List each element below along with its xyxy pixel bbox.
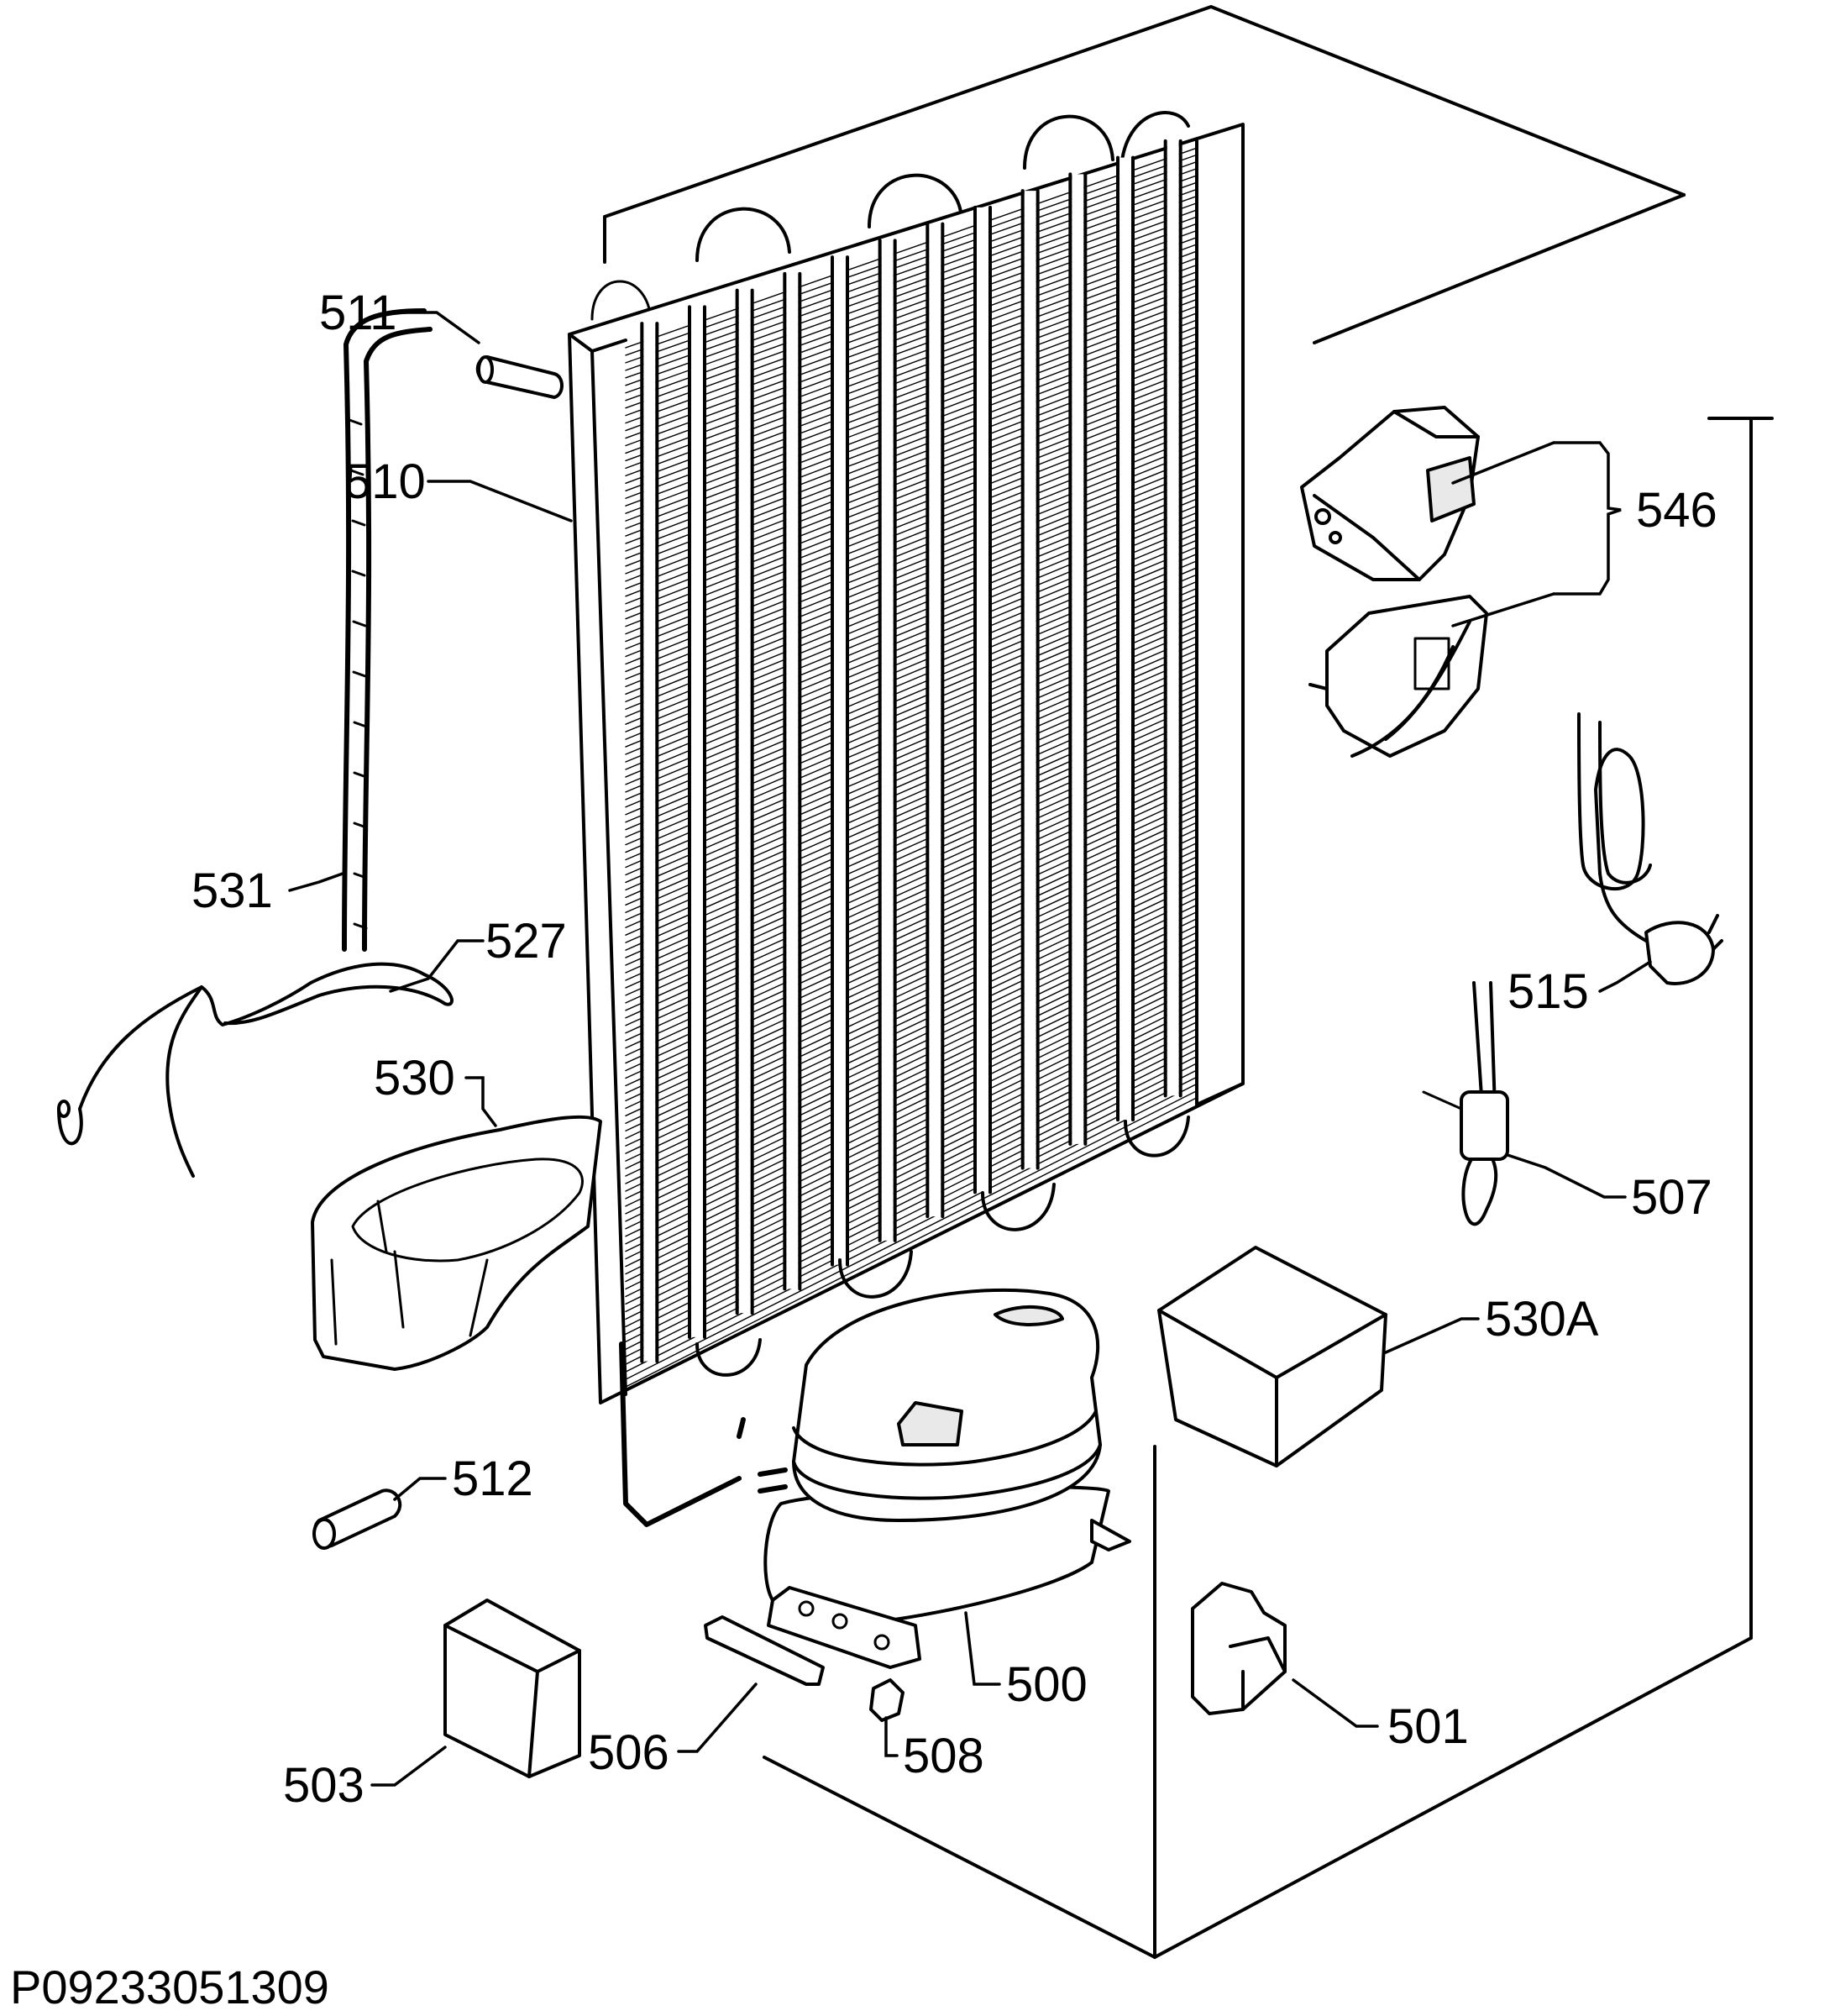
callout-506: 506 [588,1725,669,1780]
callout-546: 546 [1636,483,1717,538]
callout-530: 530 [374,1051,455,1105]
callout-labels: 511 510 531 527 530 512 503 506 508 500 … [191,286,1717,1813]
condenser-510 [568,111,1245,1527]
part-511 [475,355,564,399]
thermostat-assembly-546 [1300,406,1488,758]
box-530A [1157,1246,1387,1467]
drawing-code: P09233051309 [10,1961,329,2013]
part-501 [1191,1582,1287,1715]
callout-511: 511 [319,286,396,340]
callout-508: 508 [903,1729,984,1783]
sensor-507 [1422,981,1509,1226]
compressor-500 [758,1288,1131,1669]
drain-tube-531 [342,308,433,952]
callout-515: 515 [1508,964,1589,1019]
wire-527 [57,962,454,1178]
callout-531: 531 [191,864,273,918]
leader-lines [288,311,1652,1787]
callout-500: 500 [1006,1657,1088,1712]
callout-510: 510 [344,454,426,509]
bracket-506 [704,1615,825,1686]
relay-box-503 [443,1599,581,1778]
callout-501: 501 [1387,1699,1469,1754]
callout-530A: 530A [1485,1292,1599,1347]
callout-507: 507 [1631,1170,1712,1225]
callout-527: 527 [485,914,567,969]
grommet-508 [869,1678,905,1722]
callout-512: 512 [452,1452,533,1506]
callout-503: 503 [283,1758,364,1813]
heater-515 [1577,712,1723,985]
drip-tray-530 [311,1115,602,1371]
part-512 [312,1488,402,1550]
cabinet-outline [603,5,1774,1959]
